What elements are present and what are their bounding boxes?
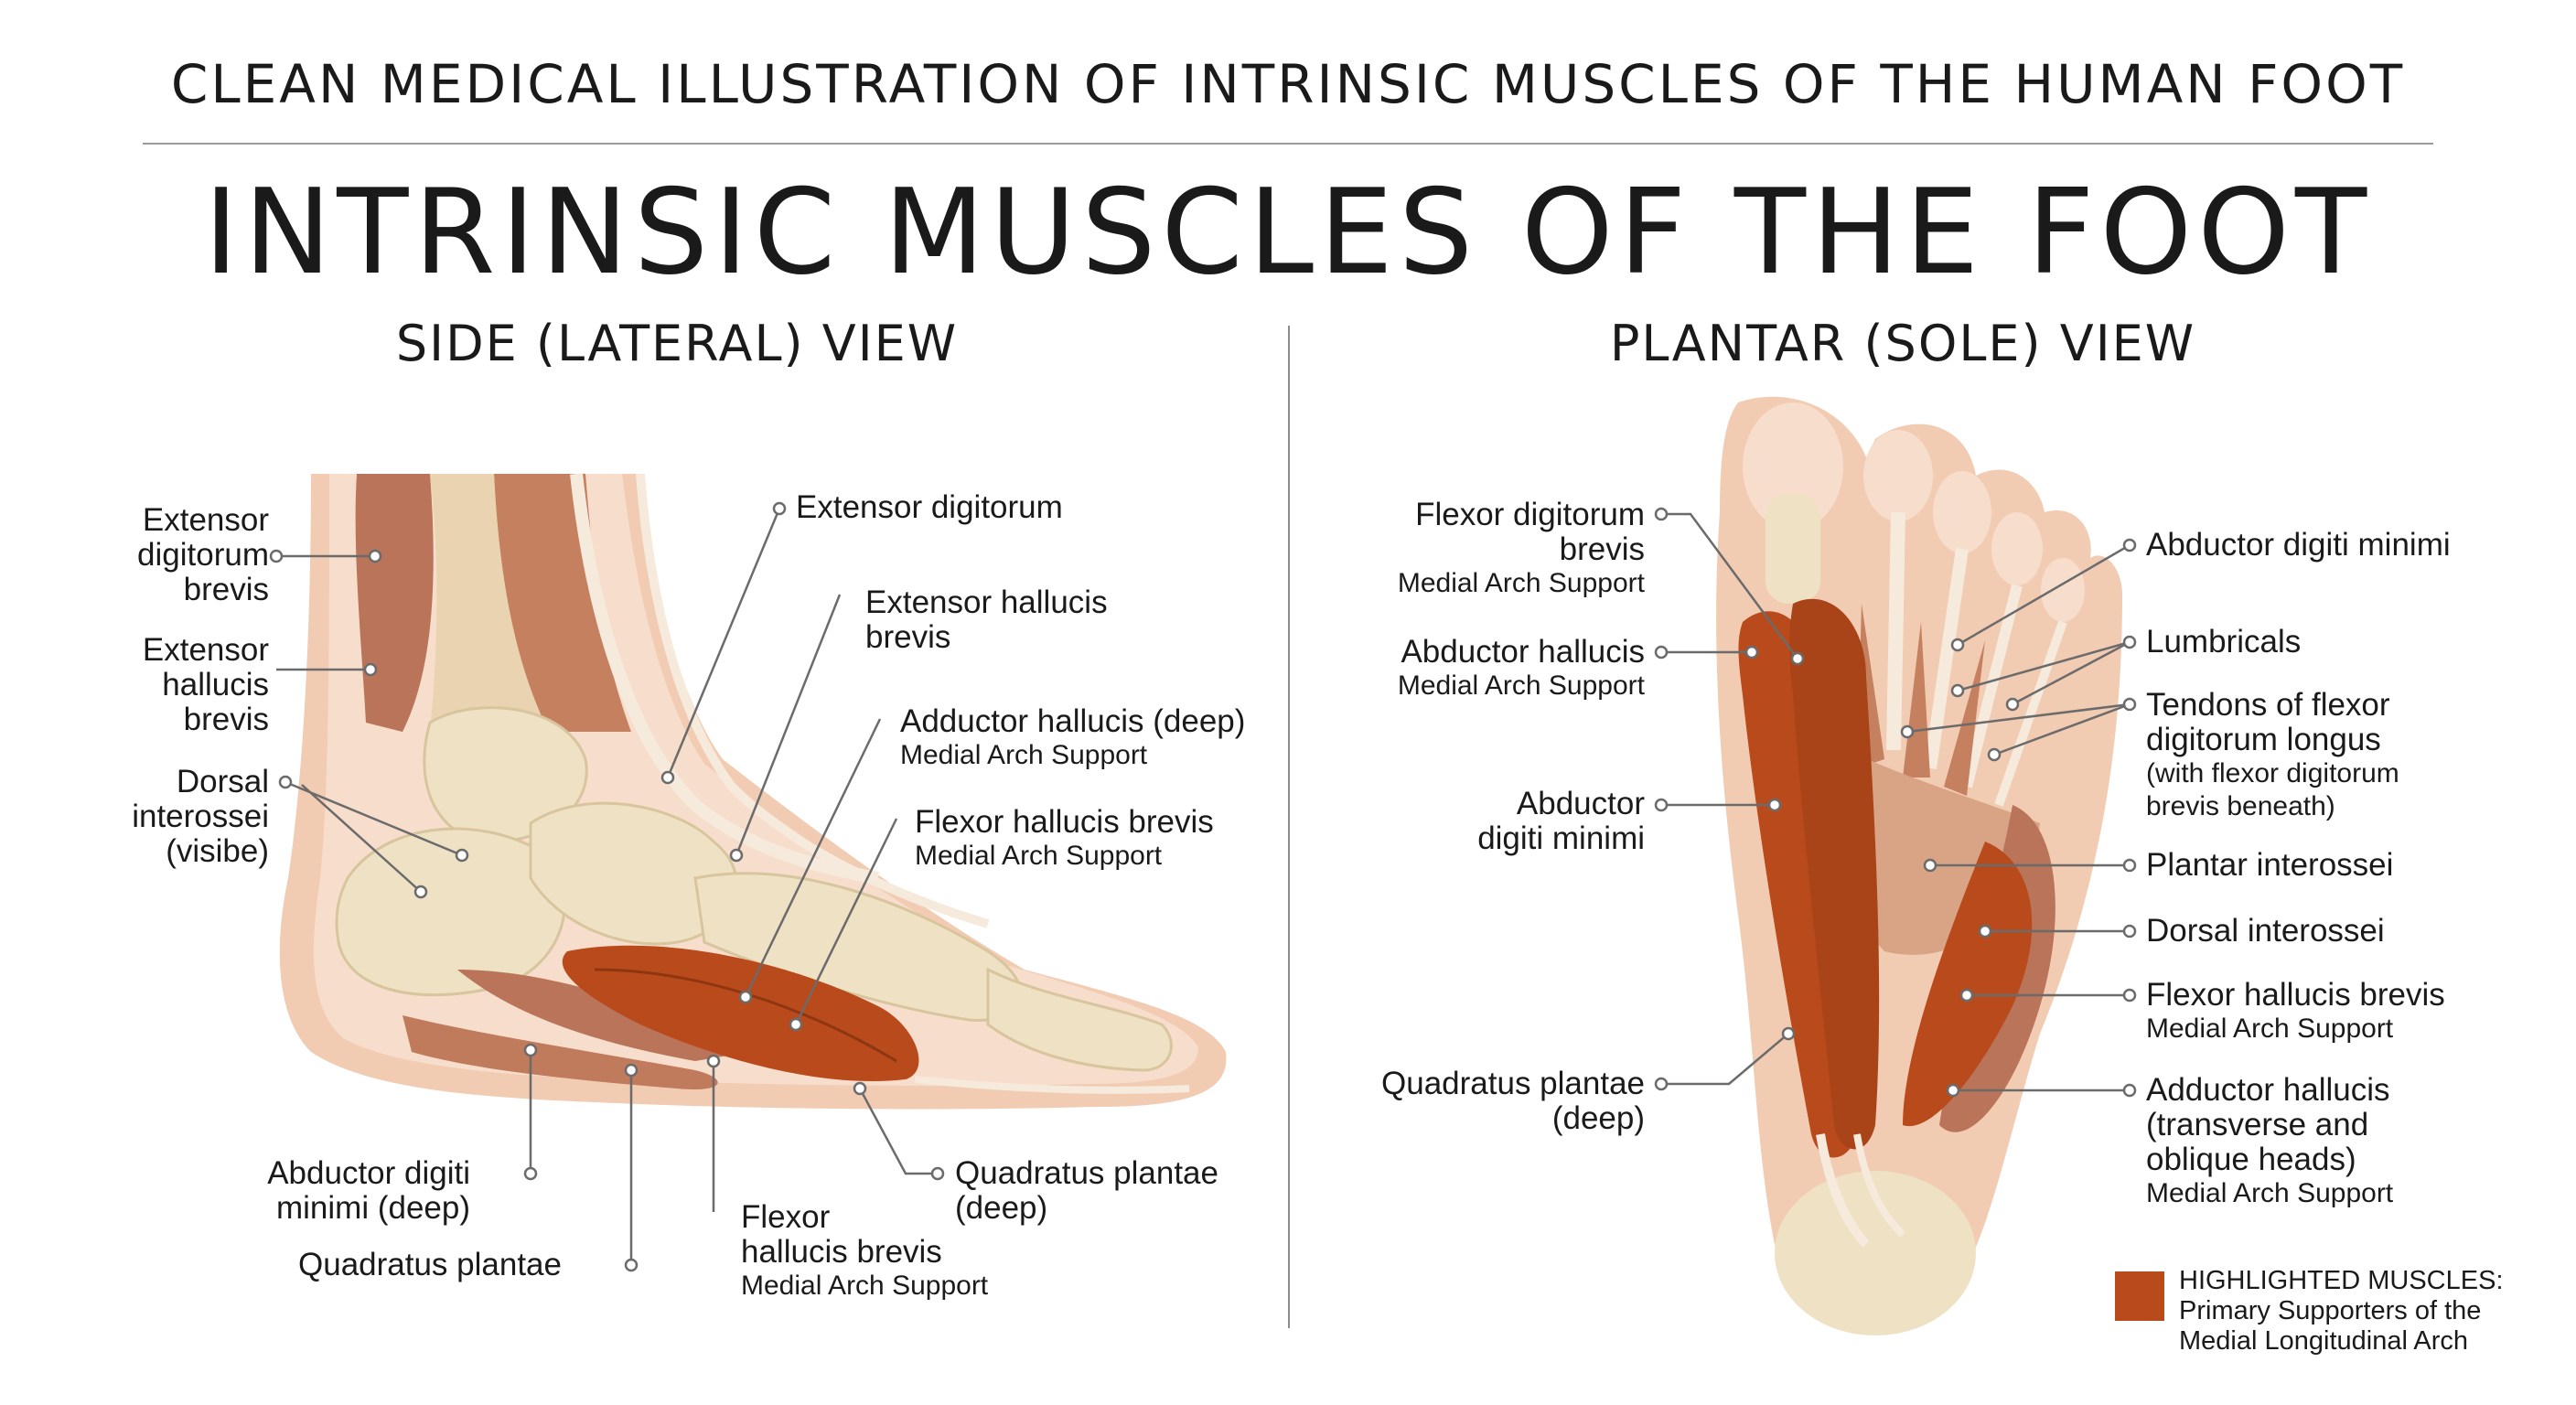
plantar-toe-4 [1991,512,2043,585]
plantar-toe-3 [1933,471,1991,553]
side-flexor-hallucis-brevis-highlight [562,945,919,1081]
plantar-flexor-digitorum-brevis-highlight [1789,598,1880,1150]
plantar-great-toe [1743,402,1843,531]
plantar-label-dorsal-interossei: Dorsal interossei [2146,913,2385,949]
plantar-label-quadratus-plantae: Quadratus plantae(deep) [1381,1066,1645,1136]
plantar-flexor-hallucis-brevis-highlight [1903,842,2033,1127]
side-view-leaders [269,501,945,1272]
flexor-digitorum-longus-note-line: brevis beneath) [2146,791,2335,821]
plantar-label-plantar-interossei: Plantar interossei [2146,847,2394,883]
page-title: INTRINSIC MUSCLES OF THE FOOT [203,165,2373,301]
side-view-foot [279,473,1227,1110]
side-label-extensor-digitorum: Extensor digitorum [796,489,1063,525]
plantar-toe-2 [1863,430,1933,521]
flexor-digitorum-longus-note-line: (with flexor digitorum [2146,758,2399,788]
legend-text: HIGHLIGHTED MUSCLES: Primary Supporters … [2179,1266,2504,1356]
plantar-view-foot [1716,396,2122,1335]
side-label-quadratus-plantae: Quadratus plantae [298,1247,562,1282]
side-calcaneus [335,827,566,997]
side-abductor-digiti-minimi [402,1015,718,1089]
plantar-view-title: PLANTAR (SOLE) VIEW [1609,315,2196,372]
side-label-adductor-hallucis: Adductor hallucis (deep)Medial Arch Supp… [900,703,1246,771]
title-rule [143,143,2433,145]
side-label-quadratus-plantae-deep: Quadratus plantae(deep) [955,1155,1218,1226]
plantar-label-abductor-digiti-minimi-right: Abductor digiti minimi [2146,527,2451,563]
plantar-heel [1775,1171,1976,1335]
plantar-label-lumbricals: Lumbricals [2146,624,2302,660]
plantar-view-leaders [1654,507,2137,1098]
side-toe-bones [986,967,1173,1072]
supertitle: CLEAN MEDICAL ILLUSTRATION OF INTRINSIC … [170,53,2406,115]
legend-swatch-highlighted [2115,1271,2164,1321]
side-leg-muscle-2 [494,474,631,732]
view-divider [1288,326,1290,1328]
side-view-title: SIDE (LATERAL) VIEW [395,315,959,372]
plantar-toe-5 [2041,558,2085,622]
